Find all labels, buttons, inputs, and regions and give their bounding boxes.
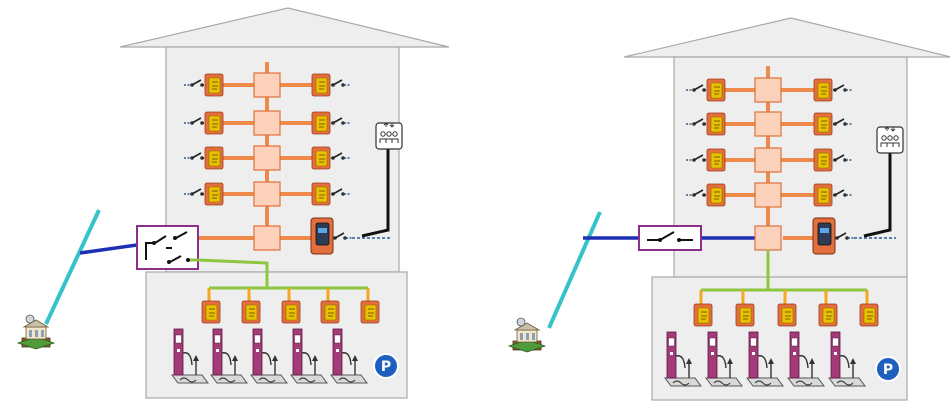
riser-junctions — [253, 72, 281, 251]
community-group-icon — [876, 126, 904, 154]
community-group-icon — [375, 122, 403, 150]
electric-meter-icon — [241, 300, 261, 324]
electric-meter-icon — [693, 303, 713, 327]
charger-drops — [207, 288, 370, 302]
electric-meter-icon — [706, 112, 726, 136]
parking-label: P — [381, 359, 391, 375]
main-switch-contacts — [658, 238, 681, 242]
right-diagram: P — [508, 17, 950, 401]
electric-meter-icon — [859, 303, 879, 327]
electric-meter-icon — [201, 300, 221, 324]
electric-meter-icon — [204, 146, 224, 170]
electric-meter-icon — [706, 183, 726, 207]
substation-icon — [508, 317, 546, 353]
electric-meter-icon — [706, 148, 726, 172]
electric-meter-icon — [311, 111, 331, 135]
electric-meter-icon — [813, 148, 833, 172]
electric-meter-icon — [360, 300, 380, 324]
electric-meter-icon — [311, 182, 331, 206]
electric-meter-icon — [706, 78, 726, 102]
electric-meter-icon — [311, 73, 331, 97]
parking-label: P — [883, 362, 893, 378]
building-roof — [119, 7, 450, 48]
building-roof — [623, 17, 950, 58]
changeover-contacts — [152, 236, 190, 264]
main-switch-box — [638, 225, 702, 251]
electric-meter-icon — [320, 300, 340, 324]
parking-icon: P — [373, 353, 399, 379]
electric-meter-icon — [204, 73, 224, 97]
left-diagram: P — [17, 7, 450, 399]
electric-meter-icon — [818, 303, 838, 327]
parking-feeder — [197, 258, 269, 287]
pole-line — [547, 211, 602, 329]
pole-line — [44, 209, 101, 325]
grid-line — [79, 243, 138, 255]
main-switch — [647, 231, 693, 241]
battery-storage-icon — [812, 217, 836, 255]
parking-icon: P — [875, 356, 901, 382]
battery-storage-icon — [310, 217, 334, 255]
electric-meter-icon — [311, 146, 331, 170]
electric-meter-icon — [204, 182, 224, 206]
community-link — [863, 152, 892, 238]
electric-meter-icon — [735, 303, 755, 327]
electric-meter-icon — [204, 111, 224, 135]
charger-drops — [699, 290, 869, 305]
electric-meter-icon — [281, 300, 301, 324]
electric-meter-icon — [777, 303, 797, 327]
electric-meter-icon — [813, 78, 833, 102]
electric-meter-icon — [813, 183, 833, 207]
electric-meter-icon — [813, 112, 833, 136]
community-link — [361, 148, 390, 238]
